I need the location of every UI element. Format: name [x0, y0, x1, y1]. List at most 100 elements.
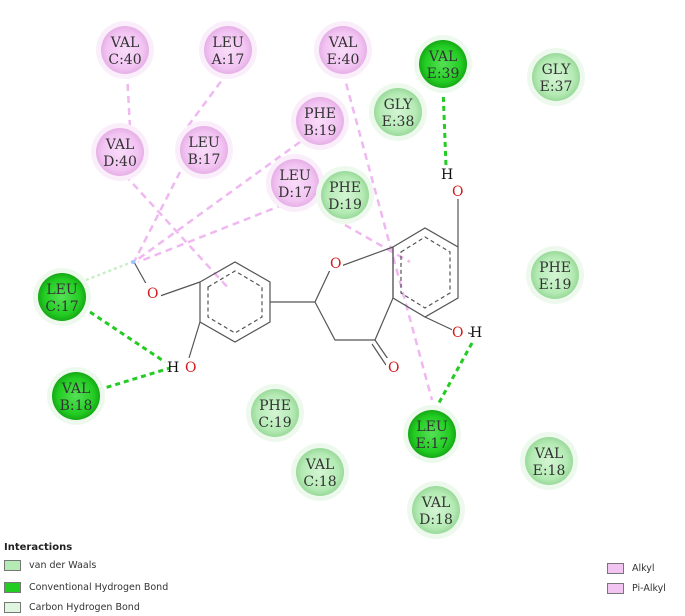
alkyl-line — [125, 71, 132, 129]
atom-oxygen: O — [388, 360, 399, 376]
hbond-line — [433, 342, 474, 411]
residue-name: VAL — [421, 495, 451, 511]
carbon-hbond-line — [85, 260, 133, 282]
interaction-lines — [85, 71, 474, 411]
residue-chain-number: D:40 — [103, 154, 137, 170]
atom-hydrogen: H — [167, 360, 179, 376]
residue-chain-number: D:17 — [278, 185, 312, 201]
residue-chain-number: E:38 — [382, 114, 415, 130]
atom-oxygen: O — [185, 360, 196, 376]
ligand-atoms: O H O H O O O O H — [131, 167, 482, 376]
residue-name: LEU — [212, 35, 244, 51]
legend-title: Interactions — [4, 542, 73, 553]
residue-chain-number: C:17 — [45, 299, 78, 315]
residue-chain-number: E:39 — [427, 66, 460, 82]
residue-chain-number: C:40 — [108, 52, 141, 68]
residue-name: PHE — [329, 180, 361, 196]
carbonyl-bond-2 — [371, 343, 387, 366]
c-ring — [270, 246, 394, 303]
carbon-atom-dot — [131, 260, 135, 264]
legend-label: Conventional Hydrogen Bond — [29, 582, 169, 593]
oh5-bond — [424, 316, 458, 333]
hbond-line — [441, 87, 448, 167]
legend: Interactions van der Waals Conventional … — [0, 540, 685, 616]
legend-item-vdw: van der Waals — [4, 560, 96, 571]
legend-label: Pi-Alkyl — [632, 583, 666, 594]
alkyl-line — [133, 140, 301, 264]
residue-node — [296, 448, 344, 496]
alkyl-line — [344, 223, 411, 264]
b-ring-inner — [207, 270, 263, 334]
residue-node — [96, 128, 144, 176]
residue-chain-number: C:18 — [303, 474, 336, 490]
residue-node — [271, 159, 319, 207]
legend-item-carbon-hbond: Carbon Hydrogen Bond — [4, 602, 140, 613]
residue-node — [180, 126, 228, 174]
b-ring — [199, 261, 271, 343]
legend-item-conventional-hbond: Conventional Hydrogen Bond — [4, 582, 168, 593]
legend-swatch — [4, 560, 21, 571]
atom-oxygen: O — [147, 286, 158, 302]
legend-label: Alkyl — [632, 563, 655, 574]
ligand-molecule — [133, 197, 473, 366]
atom-oxygen: O — [330, 256, 341, 272]
legend-item-alkyl: Alkyl — [607, 563, 655, 574]
residue-node — [38, 273, 86, 321]
residue-name: VAL — [61, 381, 91, 397]
atom-oxygen: O — [452, 184, 463, 200]
residue-chain-number: D:19 — [328, 197, 362, 213]
a-ring — [392, 227, 459, 318]
alkyl-line — [183, 71, 230, 131]
residue-name: VAL — [305, 457, 335, 473]
residue-node — [408, 410, 456, 458]
residue-chain-number: E:17 — [416, 436, 449, 452]
residue-chain-number: A:17 — [211, 52, 245, 68]
alkyl-line — [124, 174, 231, 291]
atom-hydrogen: H — [470, 325, 482, 341]
legend-label: Carbon Hydrogen Bond — [29, 602, 140, 613]
residue-name: VAL — [328, 35, 358, 51]
residue-node — [525, 437, 573, 485]
residue-chain-number: E:19 — [539, 277, 572, 293]
residue-node — [296, 97, 344, 145]
residue-node — [419, 40, 467, 88]
residue-chain-number: E:40 — [327, 52, 360, 68]
residue-name: VAL — [110, 35, 140, 51]
oh3-bond — [188, 321, 201, 359]
residue-chain-number: B:17 — [188, 152, 221, 168]
residue-name: LEU — [416, 419, 448, 435]
ome-bond — [159, 281, 201, 297]
residue-node — [52, 372, 100, 420]
residue-node — [374, 88, 422, 136]
residue-name: VAL — [534, 446, 564, 462]
residue-chain-number: B:19 — [304, 123, 337, 139]
residue-name: PHE — [259, 398, 291, 414]
residue-chain-number: B:18 — [60, 398, 93, 414]
residue-chain-number: E:37 — [540, 79, 573, 95]
residue-chain-number: C:19 — [258, 415, 291, 431]
residue-name: GLY — [384, 97, 414, 113]
atom-oxygen: O — [452, 325, 463, 341]
alkyl-line — [137, 198, 296, 264]
legend-swatch — [607, 563, 624, 574]
residue-node — [204, 26, 252, 74]
residue-node — [321, 171, 369, 219]
residue-name: LEU — [46, 282, 78, 298]
